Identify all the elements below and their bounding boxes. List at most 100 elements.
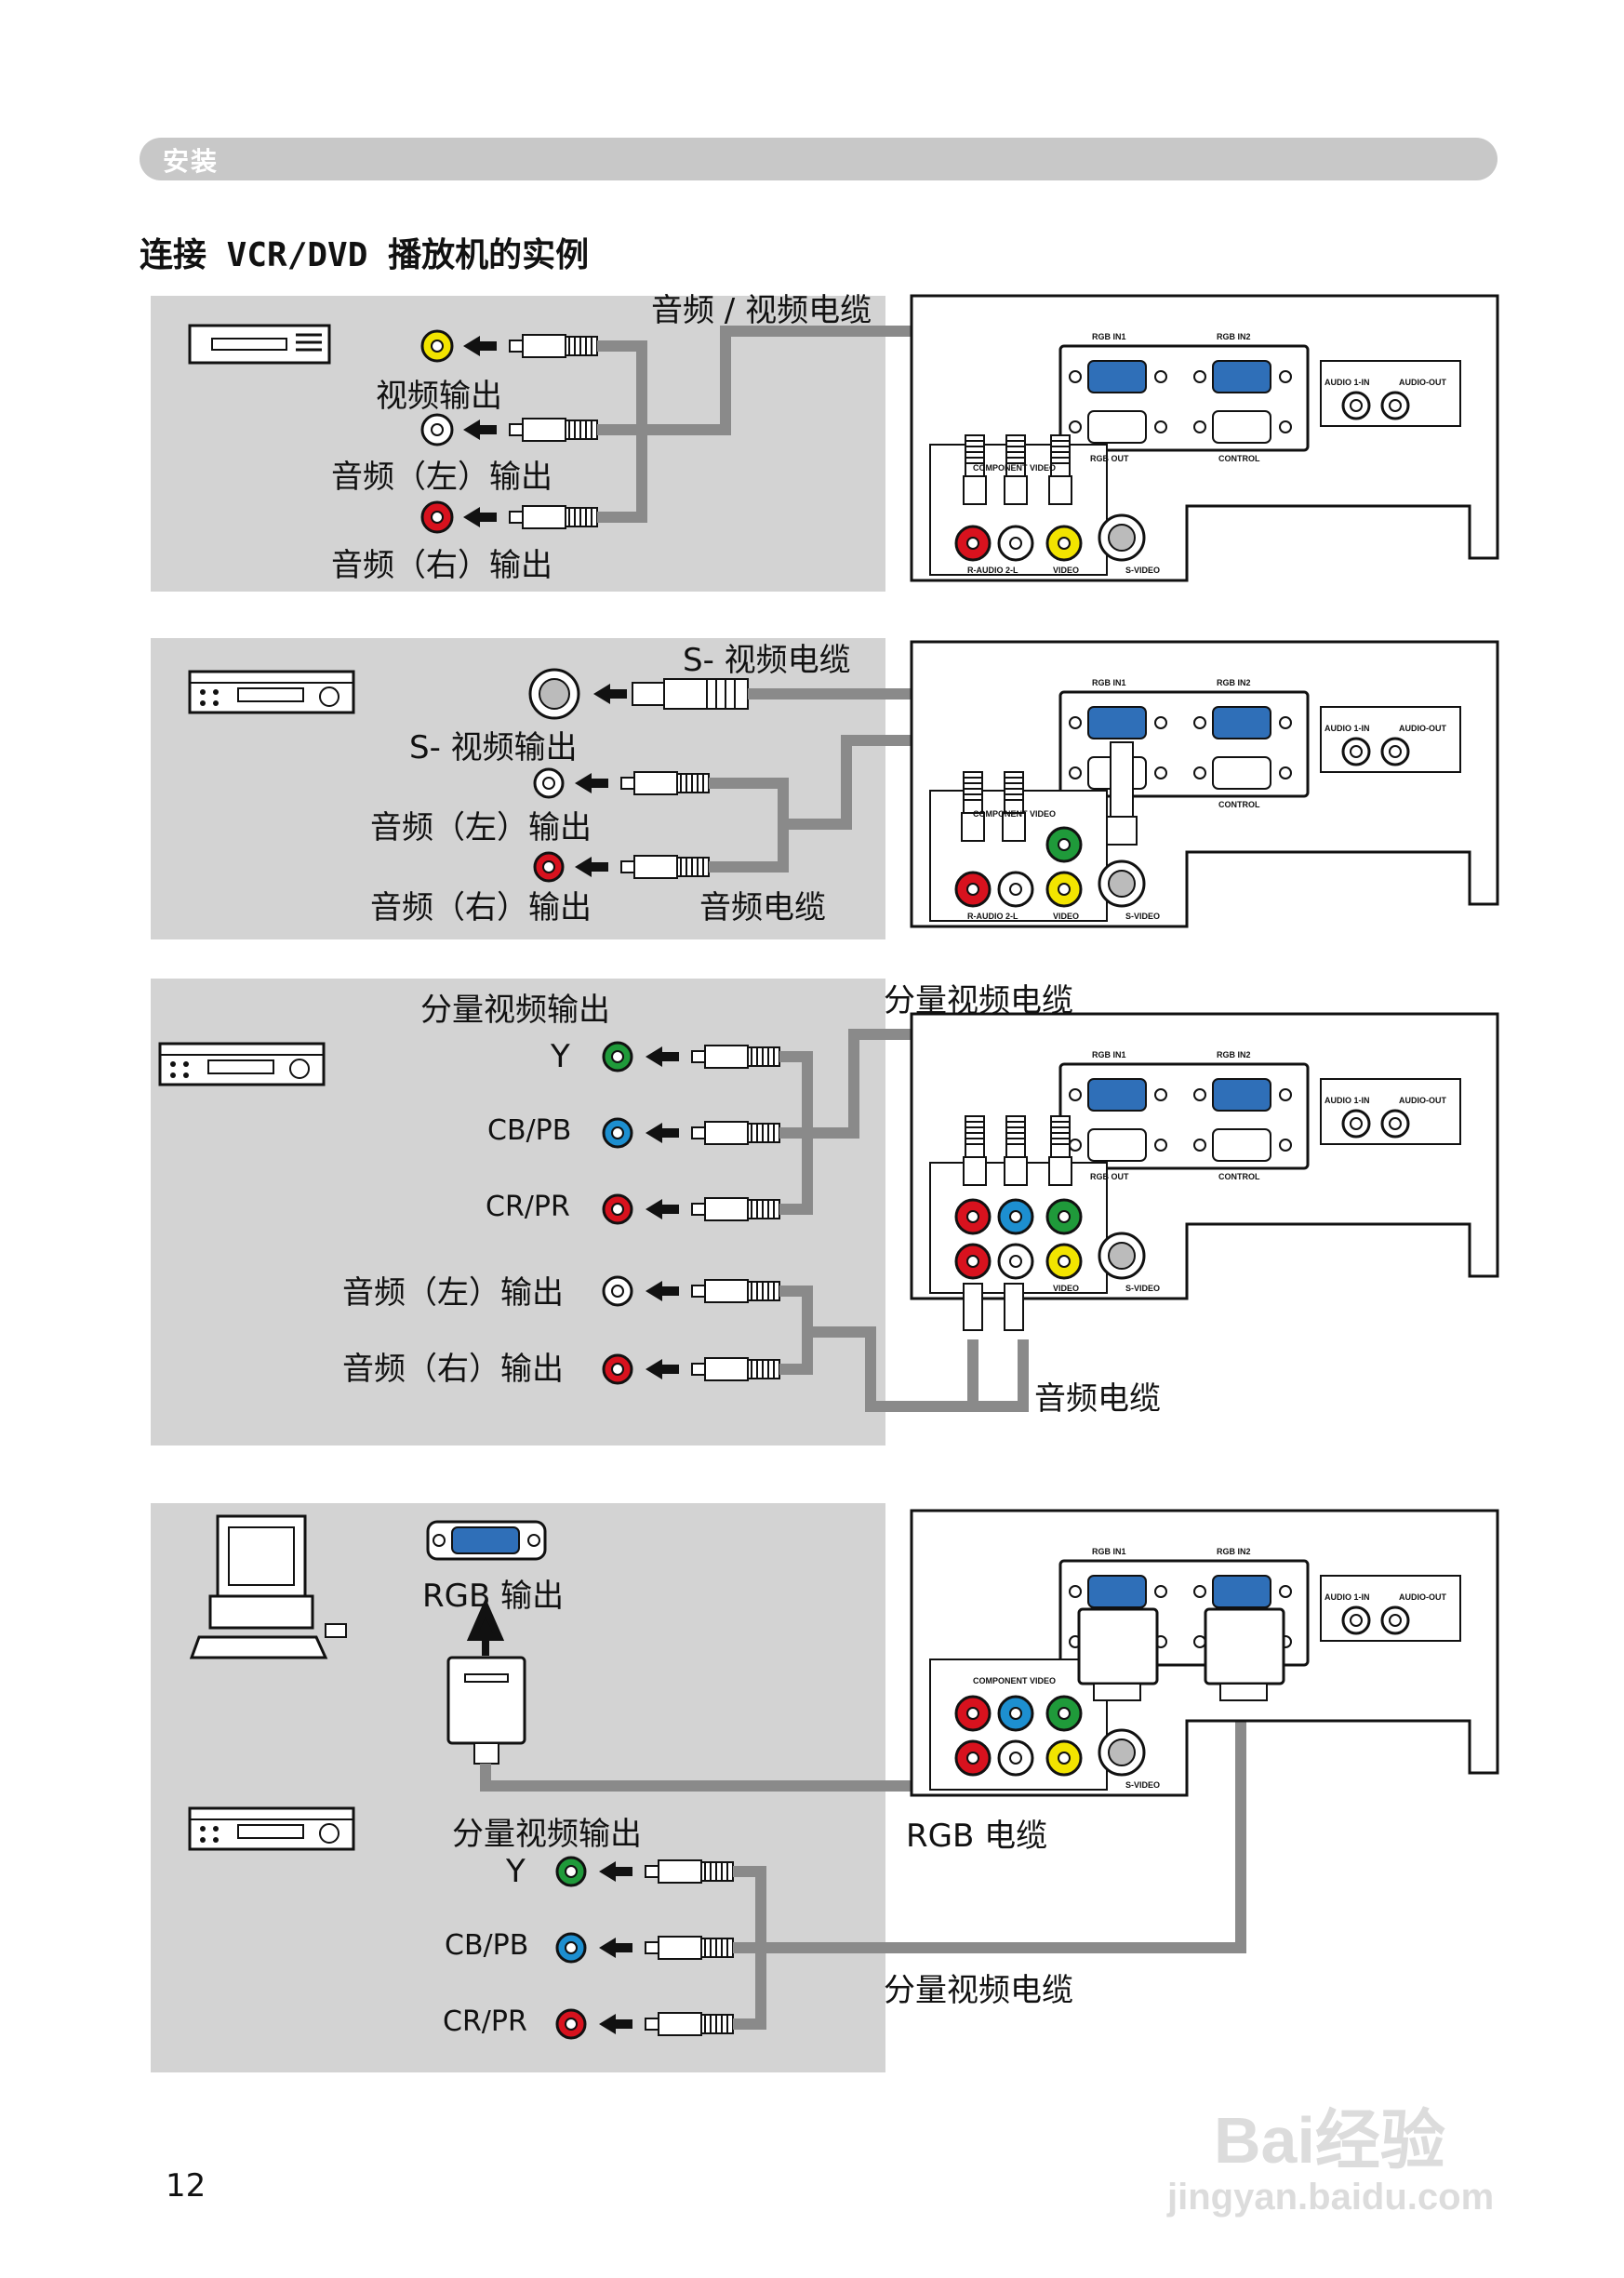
projector-label: R-AUDIO 2-L [967, 566, 1018, 575]
audio-right-out-label: 音频（右）输出 [331, 547, 552, 584]
projector-label: S-VIDEO [1125, 1284, 1161, 1293]
projector-label: AUDIO 1-IN [1324, 378, 1370, 387]
page-number: 12 [166, 2167, 206, 2205]
rca-plug [691, 1197, 780, 1221]
projector-label: AUDIO-OUT [1399, 724, 1446, 733]
projector-label: AUDIO 1-IN [1324, 724, 1370, 733]
projector-label: CONTROL [1218, 800, 1260, 809]
rca-plug [645, 2012, 734, 2036]
section-header-bar [140, 138, 1498, 180]
rca-plug [691, 1357, 780, 1381]
arrow-icon [463, 336, 497, 356]
arrow-icon [463, 420, 497, 440]
projector-label: RGB IN2 [1217, 1050, 1251, 1059]
audio-left-out-label: 音频（左）输出 [331, 459, 552, 496]
av-cable-label: 音频 / 视频电缆 [651, 292, 872, 329]
projector-label: RGB IN1 [1092, 1050, 1126, 1059]
arrow-icon [646, 1199, 679, 1219]
projector-panel-2 [910, 640, 1499, 928]
dvd-player-icon [158, 1042, 326, 1086]
audio-left-out-label: 音频（左）输出 [370, 809, 592, 846]
component-out-label: 分量视频输出 [420, 992, 610, 1029]
arrow-icon [646, 1123, 679, 1143]
projector-label: VIDEO [1053, 1284, 1080, 1293]
y-label: Y [551, 1038, 570, 1075]
arrow-icon [593, 684, 627, 704]
rca-plug [620, 771, 710, 795]
s-video-cable-label: S- 视频电缆 [683, 642, 851, 679]
audio-right-out-label: 音频（右）输出 [342, 1351, 564, 1388]
component-out-label: 分量视频输出 [452, 1816, 642, 1853]
projector-label: AUDIO-OUT [1399, 1096, 1446, 1105]
projector-panel-3 [910, 1012, 1499, 1331]
page-title: 连接 VCR/DVD 播放机的实例 [140, 236, 590, 274]
projector-label: S-VIDEO [1125, 566, 1161, 575]
projector-label: COMPONENT VIDEO [973, 463, 1057, 473]
rca-plug [691, 1045, 780, 1069]
rca-plug [645, 1859, 734, 1884]
projector-label: CONTROL [1218, 1172, 1260, 1181]
projector-label: VIDEO [1053, 912, 1080, 921]
rca-plug [509, 505, 598, 529]
projector-panel-4 [910, 1509, 1499, 1797]
cr-pr-label: CR/PR [443, 2005, 527, 2038]
audio-cable [779, 1286, 1029, 1412]
projector-label: RGB IN2 [1217, 1547, 1251, 1556]
rgb-out-port [426, 1520, 547, 1561]
projector-label: AUDIO 1-IN [1324, 1096, 1370, 1105]
cb-pb-label: CB/PB [487, 1114, 572, 1147]
component-cable-label: 分量视频电缆 [884, 1972, 1073, 2009]
arrow-icon [575, 773, 608, 793]
audio-left-out-label: 音频（左）输出 [342, 1274, 564, 1312]
cr-pr-label: CR/PR [486, 1191, 570, 1223]
projector-label: RGB IN2 [1217, 678, 1251, 687]
projector-label: RGB OUT [1090, 454, 1129, 463]
rgb-cable-label: RGB 电缆 [906, 1818, 1048, 1855]
projector-label: CONTROL [1218, 454, 1260, 463]
projector-label: AUDIO-OUT [1399, 1592, 1446, 1602]
projector-label: RGB OUT [1090, 1172, 1129, 1181]
baidu-watermark-logo: Bai经验 [1214, 2104, 1445, 2177]
projector-panel-1 [910, 294, 1499, 582]
arrow-icon [646, 1359, 679, 1379]
s-video-plug [632, 682, 665, 706]
vga-plug [446, 1656, 526, 1765]
arrow-icon [575, 857, 608, 877]
arrow-icon [646, 1281, 679, 1301]
projector-label: AUDIO 1-IN [1324, 1592, 1370, 1602]
projector-label: COMPONENT VIDEO [973, 809, 1057, 819]
component-cable-label: 分量视频电缆 [884, 982, 1073, 1019]
vcr-icon [188, 324, 331, 365]
rca-plug [620, 855, 710, 879]
arrow-icon [646, 1046, 679, 1067]
projector-label: AUDIO-OUT [1399, 378, 1446, 387]
y-label: Y [506, 1853, 526, 1890]
audio-cable-label: 音频电缆 [699, 889, 826, 926]
rca-plug [691, 1121, 780, 1145]
video-out-label: 视频输出 [376, 378, 502, 415]
rca-plug [509, 334, 598, 358]
s-video-out-label: S- 视频输出 [409, 729, 578, 766]
arrow-up-icon [466, 1598, 505, 1656]
av-cable [597, 326, 1066, 523]
section-header-label: 安装 [163, 146, 220, 177]
cb-pb-label: CB/PB [445, 1929, 529, 1962]
arrow-icon [599, 1861, 632, 1882]
projector-label: RGB IN1 [1092, 1547, 1126, 1556]
baidu-watermark-url: jingyan.baidu.com [1167, 2177, 1495, 2218]
pc-computer-icon [189, 1514, 347, 1659]
rgb-out-label: RGB 输出 [422, 1578, 565, 1615]
rca-plug [509, 418, 598, 442]
projector-label: COMPONENT VIDEO [973, 1676, 1057, 1685]
dvd-player-icon [188, 1806, 355, 1851]
projector-label: RGB IN1 [1092, 332, 1126, 341]
projector-label: VIDEO [1053, 566, 1080, 575]
projector-label: R-AUDIO 2-L [967, 912, 1018, 921]
arrow-icon [599, 1938, 632, 1958]
audio-cable-label: 音频电缆 [1034, 1380, 1161, 1418]
rca-plug [645, 1936, 734, 1960]
projector-label: S-VIDEO [1125, 1780, 1161, 1790]
audio-right-out-label: 音频（右）输出 [370, 889, 592, 926]
arrow-icon [463, 507, 497, 527]
